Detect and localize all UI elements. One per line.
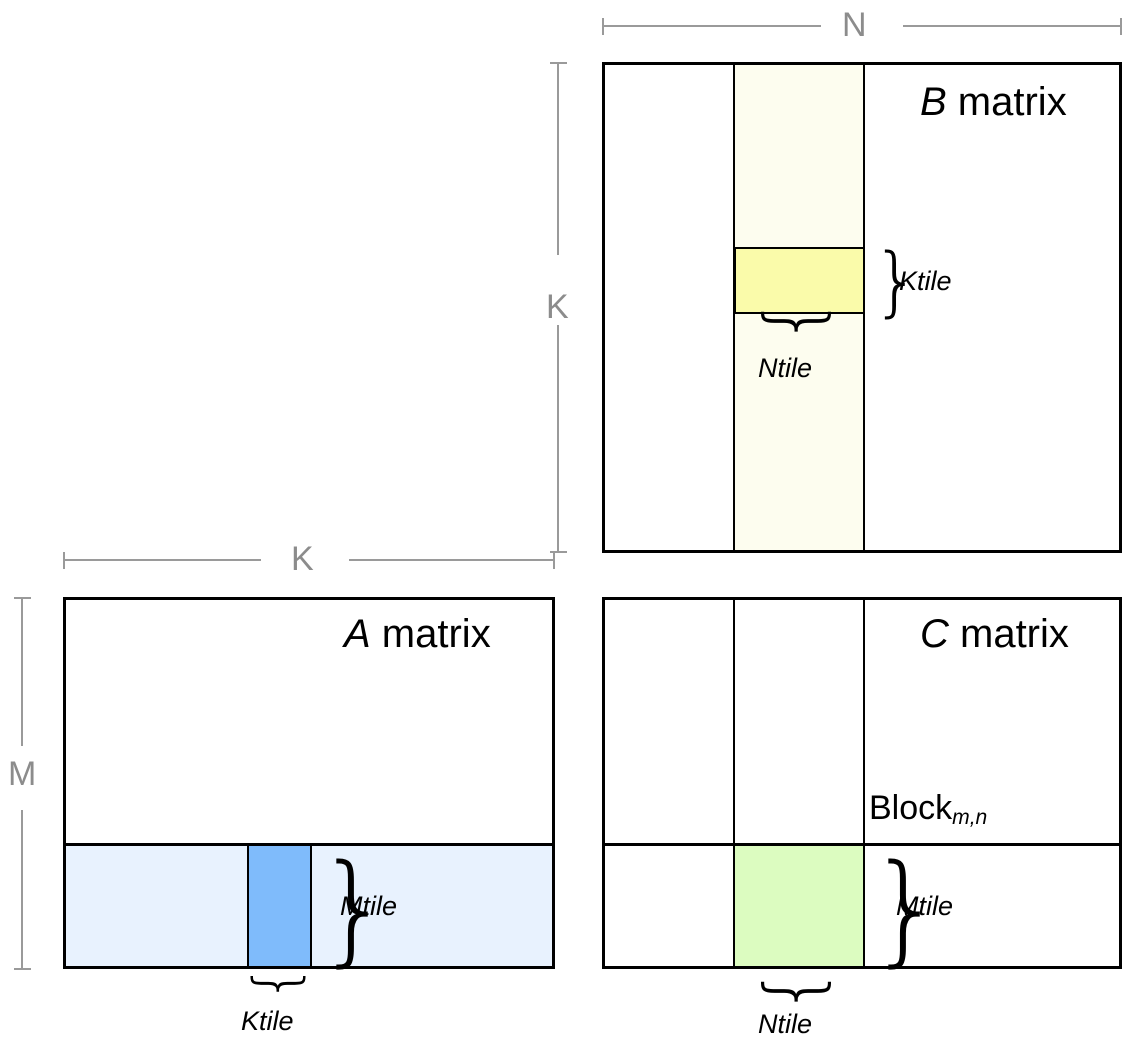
c-matrix-name-symbol: C (920, 612, 949, 656)
dimension-k-vertical-cap-bottom (550, 551, 567, 553)
c-matrix-name: C matrix (920, 614, 1069, 654)
a-matrix-mtile-brace: } (316, 840, 393, 979)
b-matrix-ktile-label: Ktile (899, 266, 952, 296)
dimension-k-vertical (548, 62, 568, 553)
c-matrix-ntile-label: Ntile (758, 1009, 813, 1039)
c-matrix-mtile-ntile-tile (735, 846, 863, 966)
a-matrix-ktile-label: Ktile (241, 1006, 294, 1036)
dimension-k-horizontal-line-right (349, 559, 553, 561)
c-matrix-column-divider-left (733, 600, 735, 966)
dimension-k-vertical-line-top (557, 63, 559, 255)
a-matrix-name-symbol: A (344, 612, 371, 656)
dimension-n-line-right (903, 25, 1121, 27)
dimension-m-cap-bottom (14, 968, 31, 970)
b-matrix-ntile-label: Ntile (758, 353, 813, 383)
c-matrix-block-label: Blockm,n (869, 789, 987, 828)
b-matrix-name-word: matrix (946, 80, 1067, 124)
c-matrix-name-word: matrix (948, 612, 1069, 656)
dimension-n-line-left (603, 25, 821, 27)
dimension-m-label: M (8, 755, 37, 793)
dimension-m-line-top (21, 598, 23, 746)
dimension-k-horizontal-line-left (64, 559, 261, 561)
c-matrix-block-label-main: Block (869, 789, 953, 827)
a-matrix-mtile-label: Mtile (340, 891, 398, 921)
dimension-m-line-bottom (21, 810, 23, 968)
b-matrix-ktile-brace: } (872, 236, 921, 325)
a-matrix-mtile-ktile-tile (247, 844, 312, 968)
dimension-k-horizontal-cap-right (553, 552, 555, 569)
a-matrix-name: A matrix (344, 614, 491, 654)
c-matrix-block-label-subscript: m,n (952, 805, 988, 829)
dimension-k-vertical-line-bottom (557, 325, 559, 552)
dimension-n-cap-right (1120, 18, 1122, 35)
c-matrix-mtile-label: Mtile (896, 891, 954, 921)
c-matrix-column-divider-right (863, 600, 865, 966)
b-matrix-ktile-ntile-tile (734, 247, 865, 314)
dimension-n-label: N (842, 6, 867, 44)
dimension-m (12, 597, 32, 970)
c-matrix-row-divider (602, 843, 1122, 846)
c-matrix-mtile-brace: } (868, 840, 945, 979)
dimension-k-horizontal (63, 550, 555, 570)
dimension-k-vertical-label: K (546, 288, 569, 326)
b-matrix-name-symbol: B (920, 80, 947, 124)
dimension-n (602, 16, 1122, 36)
b-matrix-name: B matrix (920, 82, 1067, 122)
a-matrix-name-word: matrix (370, 612, 491, 656)
dimension-k-horizontal-label: K (291, 540, 314, 578)
